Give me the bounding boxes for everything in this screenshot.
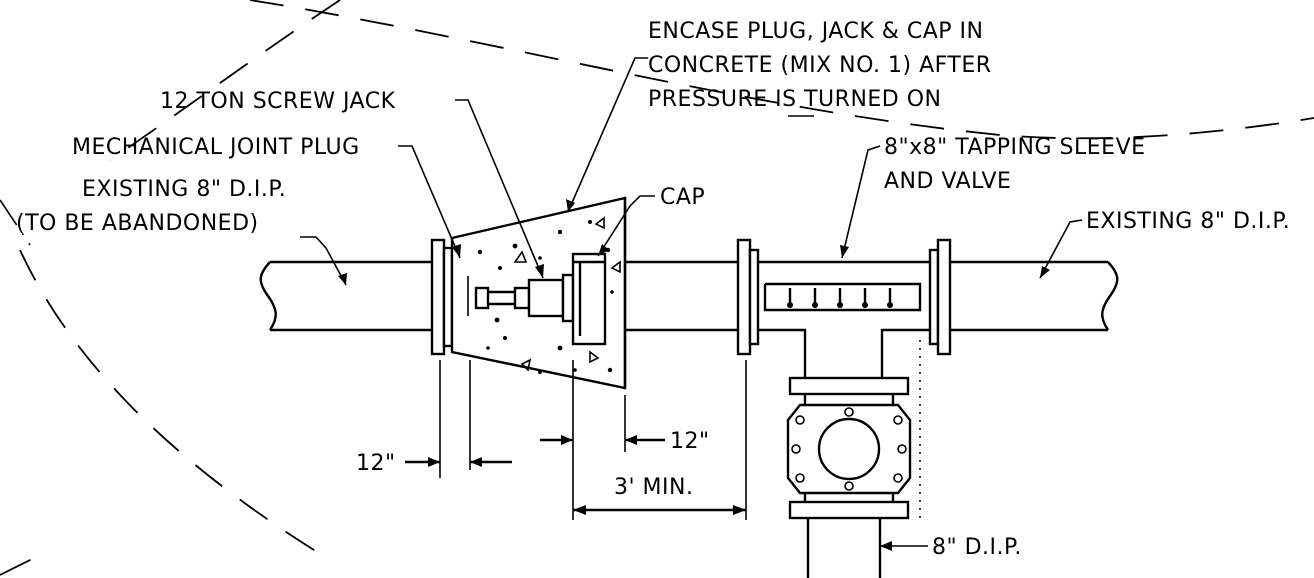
existing-pipe-right: [950, 260, 1119, 332]
lower-left-dashed-arc: [19, 249, 331, 561]
mj-plug-label: MECHANICAL JOINT PLUG: [72, 135, 360, 160]
tapping-sleeve-label-line-1: 8"x8" TAPPING SLEEVE: [884, 135, 1146, 160]
existing-left-label-line-2: (TO BE ABANDONED): [16, 211, 259, 236]
existing-pipe-left: [259, 260, 432, 332]
left-dashed-arc: [109, 0, 341, 161]
dashdot-left-curve: [0, 199, 31, 246]
tapping-sleeve-body: [758, 260, 930, 378]
upper-dashed-boundary: [249, 0, 1314, 140]
pipe-cap: [571, 252, 607, 346]
valve: [786, 376, 912, 520]
tapping-sleeve-bolts: [787, 288, 893, 308]
screw-jack-label: 12 TON SCREW JACK: [160, 89, 396, 114]
tapping-sleeve-left-flange: [736, 238, 760, 356]
screw-jack: [474, 273, 575, 323]
dimension-arrows: [405, 435, 746, 515]
tapping-sleeve-right-flange: [928, 238, 952, 356]
dim-left-offset: 12": [356, 451, 396, 476]
branch-pipe: [806, 518, 882, 578]
dim-right-offset: 12": [670, 429, 710, 454]
existing-right-label: EXISTING 8" D.I.P.: [1086, 209, 1290, 234]
concrete-aggregate-marks: [477, 216, 621, 374]
middle-pipe-segment: [625, 260, 738, 332]
encase-note-line-2: CONCRETE (MIX NO. 1) AFTER: [648, 53, 992, 78]
tapping-sleeve-label-line-2: AND VALVE: [884, 169, 1011, 194]
cap-label: CAP: [660, 185, 705, 210]
existing-left-label-line-1: EXISTING 8" D.I.P.: [82, 177, 286, 202]
bottom-left-dashed-line: [0, 554, 41, 576]
leader-lines: [300, 57, 1083, 551]
encase-note-line-3: PRESSURE IS TURNED ON: [648, 87, 942, 112]
branch-pipe-label: 8" D.I.P.: [932, 535, 1022, 560]
dim-min-length: 3' MIN.: [614, 475, 693, 500]
encase-note-line-1: ENCASE PLUG, JACK & CAP IN: [648, 19, 984, 44]
dimension-extension-lines: [439, 360, 747, 520]
